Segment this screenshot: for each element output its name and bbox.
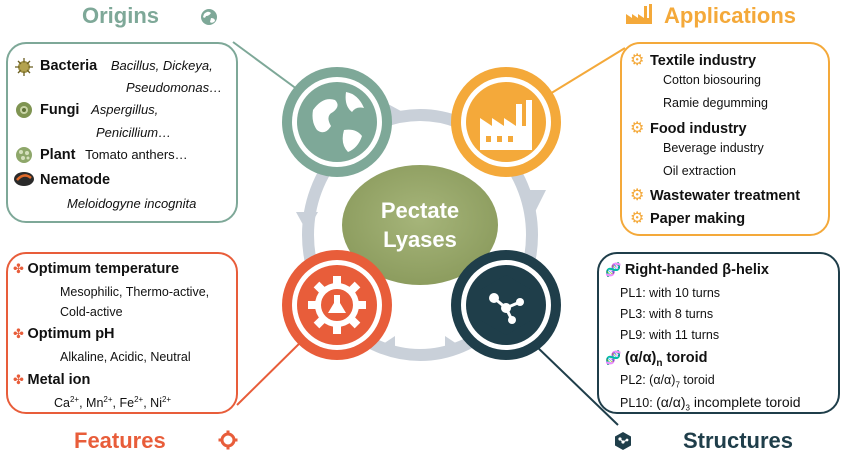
bacteria-label: Bacteria [40,58,98,74]
metal-label: Metal ion [27,372,91,388]
center-circle [342,165,498,285]
factory-small-icon [626,4,652,24]
tri-bullet-icon: ✤ [13,372,24,387]
center-label: Pectate Lyases [342,196,498,254]
center-label-line2: Lyases [383,227,457,252]
origins-item-bacteria: Bacteria Bacillus, Dickeya, [40,58,213,74]
gear-bullet-icon: ⚙ [630,52,645,69]
toroid-item-pl2: PL2: (α/α)7 toroid [620,373,715,390]
center-label-line1: Pectate [380,198,460,223]
dna-icon: 🧬 [605,262,622,277]
tri-bullet-icon: ✤ [13,326,24,341]
origins-item-plant: Plant Tomato anthers… [40,147,188,163]
features-title: Features [74,428,166,453]
ph-line-1: Alkaline, Acidic, Neutral [60,350,191,364]
wastewater-label: Wastewater treatment [649,188,801,204]
app-item-paper: ⚙ Paper making [630,208,745,228]
nematode-label: Nematode [40,172,111,188]
toroid-item-pl10: PL10: (α/α)3 incomplete toroid [620,394,801,413]
gear-bullet-icon: ⚙ [630,210,645,227]
helix-item-pl3: PL3: with 8 turns [620,307,714,321]
structure-item-helix: 🧬 Right-handed β-helix [605,262,769,278]
toroid-label: (α/α)n toroid [624,350,708,369]
feature-item-ph: ✤ Optimum pH [13,326,115,342]
textile-sub-1: Cotton biosouring [663,73,761,87]
app-item-wastewater: ⚙ Wastewater treatment [630,185,800,205]
factory-icon [480,100,532,150]
gear-flask-icon [308,276,366,334]
applications-box [620,42,830,236]
plant-examples: Tomato anthers… [85,147,188,162]
temperature-line-2: Cold-active [60,305,123,319]
app-item-textile: ⚙ Textile industry [630,50,756,70]
structure-item-toroid: 🧬 (α/α)n toroid [605,350,708,369]
applications-title: Applications [664,3,797,28]
fungi-examples: Aspergillus, [91,102,159,117]
paper-label: Paper making [649,211,746,227]
bacteria-examples: Bacillus, Dickeya, [110,58,213,73]
gear-small-icon [218,430,238,450]
dna-icon: 🧬 [605,350,622,365]
food-sub-1: Beverage industry [663,141,764,155]
helix-item-pl9: PL9: with 11 turns [620,328,720,342]
globe-small-icon [201,9,217,25]
feature-item-temperature: ✤ Optimum temperature [13,261,179,277]
gear-bullet-icon: ⚙ [630,120,645,137]
fungi-label: Fungi [40,102,80,118]
app-item-food: ⚙ Food industry [630,118,747,138]
textile-label: Textile industry [649,53,757,69]
helix-label: Right-handed β-helix [624,262,769,278]
origins-item-fungi: Fungi Aspergillus, [40,102,158,118]
plant-icon [16,147,32,163]
ring-arrow-bottom-left [380,336,395,356]
ring-arrow-top [388,104,410,127]
structures-connector [534,344,619,426]
ring-arrow-bottom-right [445,336,460,356]
food-sub-2: Oil extraction [663,164,736,178]
origins-connector [232,41,306,96]
textile-sub-2: Ramie degumming [663,96,768,110]
globe-icon [312,92,364,152]
structures-title: Structures [683,428,794,453]
ring-arrow-left [296,212,318,232]
feature-item-metal: ✤ Metal ion [13,372,90,388]
ring-arrow-right [522,190,546,212]
temperature-label: Optimum temperature [27,261,180,277]
ph-label: Optimum pH [27,326,115,342]
bacteria-examples-2: Pseudomonas… [126,80,223,95]
features-box [6,252,238,414]
origins-title: Origins [82,3,160,28]
features-connector [236,334,309,406]
bacteria-icon [15,58,33,76]
origins-box [6,42,238,223]
applications-connector [539,47,626,101]
helix-item-pl1: PL1: with 10 turns [620,286,721,300]
nematode-icon [14,172,34,186]
nematode-examples: Meloidogyne incognita [67,196,197,211]
fungi-icon [16,102,32,118]
temperature-line-1: Mesophilic, Thermo-active, [60,285,210,299]
plant-label: Plant [40,147,76,163]
cycle-ring [302,109,538,361]
tri-bullet-icon: ✤ [13,261,24,276]
food-label: Food industry [649,121,747,137]
gear-bullet-icon: ⚙ [630,187,645,204]
metal-ions: Ca2+, Mn2+, Fe2+, Ni2+ [54,395,172,411]
hexagon-small-icon [615,432,631,450]
fungi-examples-2: Penicillium… [96,125,172,140]
structures-box [597,252,840,414]
